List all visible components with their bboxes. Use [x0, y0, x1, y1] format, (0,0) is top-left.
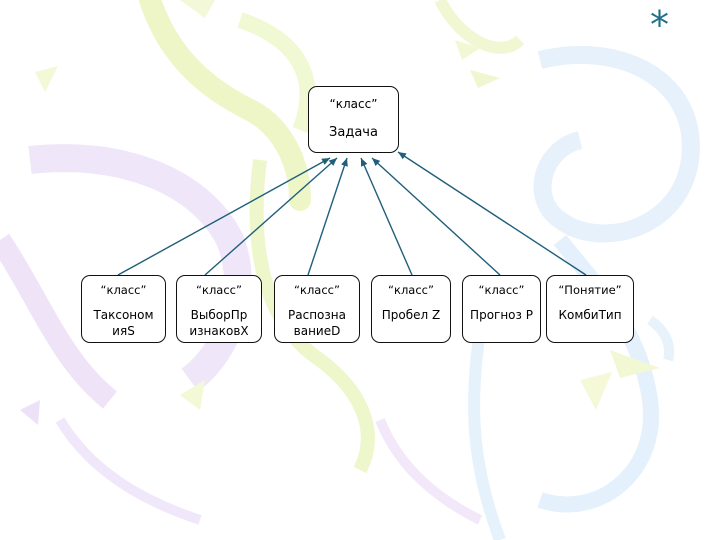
class-name: Распозна ваниеD: [288, 308, 346, 338]
generalization-line: [371, 157, 501, 276]
root-class-box: “класс” Задача: [308, 86, 399, 153]
class-stereotype: “класс”: [478, 283, 525, 297]
class-stereotype: “класс”: [388, 283, 434, 297]
class-name: Прогноз P: [470, 308, 533, 322]
arrowhead: [328, 158, 337, 166]
class-box-forecast: “класс” Прогноз P: [462, 275, 541, 343]
class-name: КомбиТип: [558, 308, 622, 322]
corner-asterisk: *: [650, 3, 669, 47]
generalization-line: [307, 157, 348, 276]
root-name: Задача: [329, 125, 378, 140]
class-box-taxonomy: “класс” Таксоном ияS: [81, 275, 166, 343]
class-name: ВыборПр изнаковX: [189, 308, 249, 338]
class-stereotype: “класс”: [294, 283, 340, 297]
class-box-gap: “класс” Пробел Z: [371, 275, 451, 343]
concept-box-combitype: “Понятие” КомбиТип: [546, 275, 634, 343]
arrowhead: [341, 158, 348, 167]
class-box-feature-selection: “класс” ВыборПр изнаковX: [176, 275, 262, 343]
class-stereotype: “Понятие”: [558, 283, 622, 297]
class-name: Таксоном ияS: [93, 308, 154, 338]
class-box-recognition: “класс” Распозна ваниеD: [274, 275, 360, 343]
class-stereotype: “класс”: [100, 283, 147, 297]
class-stereotype: “класс”: [196, 283, 242, 297]
generalization-line: [397, 151, 587, 276]
class-name: Пробел Z: [381, 308, 441, 322]
generalization-line: [204, 157, 338, 276]
root-stereotype: “класс”: [329, 97, 378, 111]
generalization-line: [117, 157, 331, 276]
arrowhead: [321, 158, 330, 165]
generalization-line: [360, 157, 413, 276]
arrowhead: [360, 158, 368, 167]
arrowhead: [372, 158, 381, 166]
arrowhead: [398, 152, 407, 160]
